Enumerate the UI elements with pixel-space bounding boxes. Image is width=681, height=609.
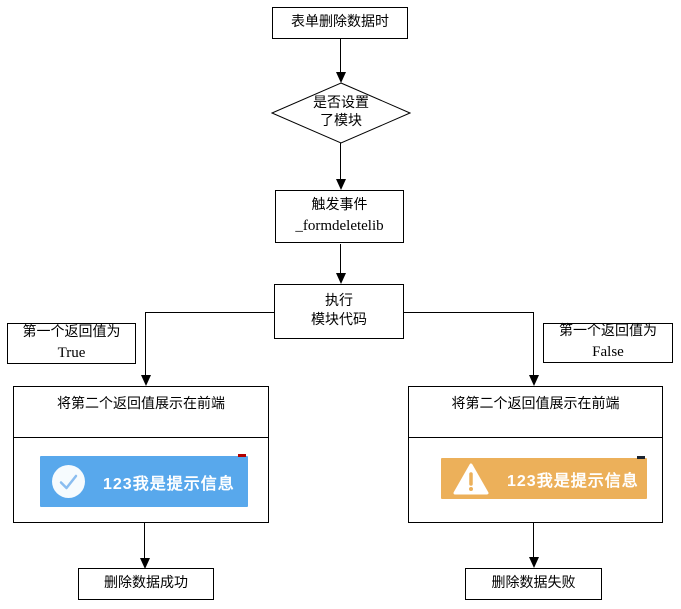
show-return-left-box: 将第二个返回值展示在前端 123我是提示信息 [13,386,269,523]
diamond-shape-icon [271,82,411,144]
divider-line [409,437,662,438]
connector-line [533,523,534,557]
arrow-down-icon [336,179,346,190]
arrow-down-icon [141,375,151,386]
warning-toast: 123我是提示信息 [441,456,647,499]
connector-line [340,143,341,179]
connector-line [340,244,341,273]
toast-message: 123我是提示信息 [103,475,235,493]
connector-line [145,312,274,313]
arrow-down-icon [529,557,539,568]
corner-mark [238,454,246,457]
success-node: 删除数据成功 [78,568,214,600]
true-label-box: 第一个返回值为 True [7,323,136,364]
false-label-box: 第一个返回值为 False [543,323,673,363]
connector-line [340,39,341,72]
arrow-down-icon [336,72,346,83]
start-node-label: 表单删除数据时 [291,14,389,30]
decision-label: 是否设置 了模块 [313,95,369,129]
check-circle-icon [52,465,85,498]
success-toast: 123我是提示信息 [40,454,248,507]
arrow-down-icon [529,375,539,386]
trigger-event-node: 触发事件 _formdeletelib [275,190,404,243]
connector-line [404,312,533,313]
corner-mark [637,456,645,459]
show-return-left-caption: 将第二个返回值展示在前端 [57,397,225,412]
toast-message: 123我是提示信息 [507,472,639,490]
start-node: 表单删除数据时 [272,7,408,39]
decision-diamond: 是否设置 了模块 [271,82,411,144]
divider-line [14,437,268,438]
fail-node: 删除数据失败 [465,568,602,600]
arrow-down-icon [336,273,346,284]
connector-line [533,312,534,375]
warning-triangle-icon [453,463,489,495]
show-return-right-box: 将第二个返回值展示在前端 123我是提示信息 [408,386,663,523]
connector-line [144,523,145,558]
arrow-down-icon [140,558,150,569]
show-return-right-caption: 将第二个返回值展示在前端 [451,397,620,412]
connector-line [145,312,146,375]
execute-module-node: 执行 模块代码 [274,284,404,339]
